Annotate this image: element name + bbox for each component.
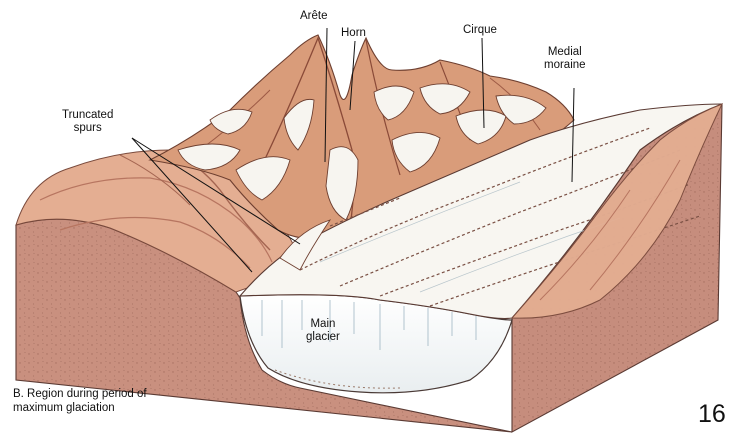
page-number: 16 (698, 400, 726, 429)
arete-label: Arête (300, 10, 328, 23)
cirque-label: Cirque (463, 24, 497, 37)
horn-label: Horn (341, 27, 366, 40)
